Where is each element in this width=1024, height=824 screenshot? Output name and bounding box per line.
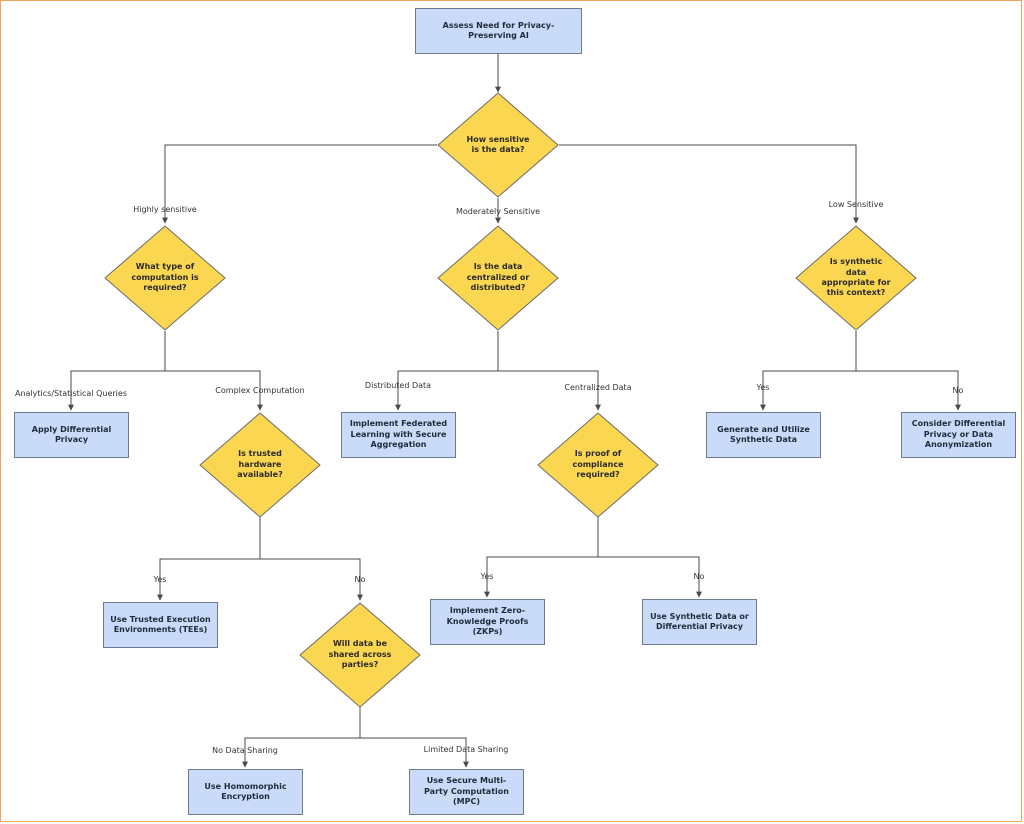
edge-centralized	[498, 370, 601, 411]
decision-location[interactable]: Is the data centralized or distributed?	[437, 225, 559, 331]
decision-text: Is the data centralized or distributed?	[466, 262, 530, 293]
decision-text: Will data be shared across parties?	[328, 639, 392, 670]
decision-text: What type of computation is required?	[131, 262, 199, 293]
decision-synthetic[interactable]: Is synthetic data appropriate for this c…	[795, 225, 917, 331]
edge-label-low: Low Sensitive	[828, 200, 884, 209]
edge-label-hw-yes: Yes	[153, 575, 167, 584]
edge-label-highly: Highly sensitive	[133, 205, 197, 214]
diamond-shape	[437, 92, 559, 198]
node-homomorphic[interactable]: Use Homomorphic Encryption	[188, 769, 303, 815]
node-consider-dp[interactable]: Consider Differential Privacy or Data An…	[901, 412, 1016, 458]
node-federated[interactable]: Implement Federated Learning with Secure…	[341, 412, 456, 458]
node-gen-synthetic[interactable]: Generate and Utilize Synthetic Data	[706, 412, 821, 458]
diamond-shape	[299, 602, 421, 708]
edge-label-complex: Complex Computation	[215, 386, 305, 395]
decision-computation[interactable]: What type of computation is required?	[104, 225, 226, 331]
edge-label-limited-sharing: Limited Data Sharing	[423, 745, 509, 754]
decision-text: How sensitive is the data?	[466, 134, 530, 154]
edge-hw-yes	[157, 517, 261, 601]
decision-sensitivity[interactable]: How sensitive is the data?	[437, 92, 559, 198]
node-start[interactable]: Assess Need for Privacy-Preserving AI	[415, 8, 582, 54]
edge-label-syn-yes: Yes	[756, 383, 770, 392]
diamond-shape	[199, 412, 321, 518]
node-zkp[interactable]: Implement Zero-Knowledge Proofs (ZKPs)	[430, 599, 545, 645]
diamond-shape	[795, 225, 917, 331]
node-synthetic-or-dp[interactable]: Use Synthetic Data or Differential Priva…	[642, 599, 757, 645]
edge-label-syn-no: No	[952, 386, 964, 395]
edge-label-centralized: Centralized Data	[564, 383, 632, 392]
edge-label-analytics: Analytics/Statistical Queries	[15, 389, 127, 398]
edge-label-no-sharing: No Data Sharing	[212, 746, 278, 755]
decision-text: Is synthetic data appropriate for this c…	[821, 257, 891, 298]
edge-low	[559, 144, 859, 224]
edge-proof-no	[598, 556, 702, 598]
node-tees[interactable]: Use Trusted Execution Environments (TEEs…	[103, 602, 218, 648]
edge-label-distributed: Distributed Data	[364, 381, 432, 390]
decision-proof[interactable]: Is proof of compliance required?	[537, 412, 659, 518]
edge-label-hw-no: No	[354, 575, 366, 584]
diamond-shape	[437, 225, 559, 331]
edge-label-proof-yes: Yes	[480, 572, 494, 581]
edge-limited-sharing	[360, 737, 469, 768]
decision-text: Is trusted hardware available?	[237, 449, 283, 480]
decision-shared[interactable]: Will data be shared across parties?	[299, 602, 421, 708]
node-apply-dp[interactable]: Apply Differential Privacy	[14, 412, 129, 458]
edge-complex	[165, 370, 263, 411]
node-mpc[interactable]: Use Secure Multi-Party Computation (MPC)	[409, 769, 524, 815]
edge-syn-yes	[760, 331, 857, 411]
diamond-shape	[537, 412, 659, 518]
edge-no-sharing	[242, 707, 361, 768]
edge-proof-yes	[484, 517, 599, 598]
edge-distributed	[395, 331, 499, 411]
edge-label-moderately: Moderately Sensitive	[455, 207, 541, 216]
edge-highly	[162, 144, 437, 224]
edge-syn-no	[856, 370, 961, 411]
decision-trusted-hardware[interactable]: Is trusted hardware available?	[199, 412, 321, 518]
edge-hw-no	[260, 558, 363, 601]
edge-label-proof-no: No	[693, 572, 705, 581]
decision-text: Is proof of compliance required?	[572, 449, 624, 480]
edge-analytics	[68, 331, 166, 411]
diamond-shape	[104, 225, 226, 331]
